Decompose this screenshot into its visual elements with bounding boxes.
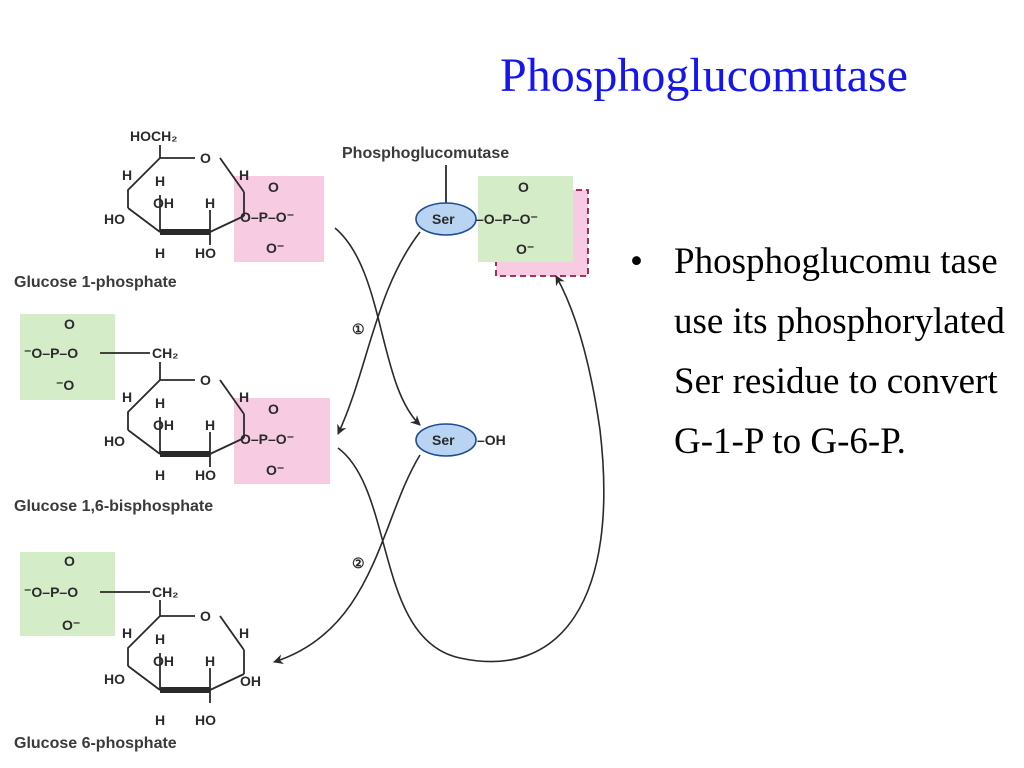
svg-text:H: H <box>239 389 249 405</box>
phosphate-highlight-ser <box>478 176 573 262</box>
svg-text:H: H <box>155 395 165 411</box>
svg-text:CH₂: CH₂ <box>152 345 178 361</box>
svg-text:HO: HO <box>195 712 216 728</box>
svg-text:H: H <box>205 195 215 211</box>
compound-label-g6p: Glucose 6-phosphate <box>14 735 177 752</box>
svg-text:H: H <box>155 245 165 261</box>
phosphate-highlight-c1-g16bp <box>234 398 330 484</box>
phosphate-highlight-g6p <box>20 552 115 636</box>
svg-text:Ser: Ser <box>432 432 455 448</box>
glucose-1-phosphate-structure: HOCH₂ O H H OH H HO H HO H O O–P–O⁻ O⁻ <box>104 128 294 261</box>
svg-text:CH₂: CH₂ <box>152 584 178 600</box>
svg-text:H: H <box>239 625 249 641</box>
svg-text:H: H <box>155 712 165 728</box>
svg-text:O: O <box>200 608 211 624</box>
svg-text:Ser: Ser <box>432 211 455 227</box>
compound-label-g16bp: Glucose 1,6-bisphosphate <box>14 498 213 515</box>
svg-text:O⁻: O⁻ <box>516 241 534 257</box>
svg-text:HO: HO <box>104 211 125 227</box>
svg-text:O: O <box>268 179 279 195</box>
svg-text:⁻O–P–O: ⁻O–P–O <box>24 584 78 600</box>
svg-text:OH: OH <box>153 195 174 211</box>
step-2-marker: ② <box>352 555 365 571</box>
svg-text:–O–P–O⁻: –O–P–O⁻ <box>476 211 538 227</box>
bullet-glyph: • <box>630 241 643 282</box>
svg-text:H: H <box>239 167 249 183</box>
svg-text:H: H <box>122 167 132 183</box>
bullet-item: • Phosphoglucomu tase use its phosphoryl… <box>630 232 1010 472</box>
svg-text:⁻O–P–O: ⁻O–P–O <box>24 345 78 361</box>
arrow-ser-oh-to-g6p <box>273 454 421 665</box>
svg-text:HO: HO <box>104 433 125 449</box>
svg-text:O⁻: O⁻ <box>266 240 284 256</box>
svg-text:H: H <box>205 653 215 669</box>
svg-text:HO: HO <box>195 467 216 483</box>
svg-text:O⁻: O⁻ <box>62 617 80 633</box>
svg-text:H: H <box>122 625 132 641</box>
svg-text:H: H <box>155 173 165 189</box>
svg-text:O: O <box>268 401 279 417</box>
glucose-1-6-bisphosphate-structure: O ⁻O–P–O CH₂ ⁻O O H H OH H HO H HO H O O… <box>24 316 294 483</box>
arrow-g16bp-to-ser <box>337 275 605 663</box>
svg-text:OH: OH <box>240 673 261 689</box>
glucose-6-phosphate-structure: O ⁻O–P–O CH₂ O⁻ O H H OH H HO H HO H OH <box>24 553 261 728</box>
svg-text:O: O <box>200 372 211 388</box>
svg-text:–OH: –OH <box>477 432 506 448</box>
phosphate-highlight-c6-g16bp <box>20 314 115 400</box>
compound-label-g1p: Glucose 1-phosphate <box>14 274 177 291</box>
svg-text:H: H <box>205 417 215 433</box>
svg-text:O–P–O⁻: O–P–O⁻ <box>240 431 294 447</box>
svg-text:O: O <box>518 179 529 195</box>
arrow-g1p-to-ser-oh <box>334 227 421 426</box>
phosphate-highlight-g1p <box>234 176 324 262</box>
ser-residue-phosphorylated <box>415 202 477 236</box>
slide-title: Phosphoglucomutase <box>500 49 908 102</box>
svg-text:OH: OH <box>153 653 174 669</box>
svg-text:O: O <box>64 316 75 332</box>
arrow-ser-to-g16bp <box>337 231 421 435</box>
svg-text:H: H <box>155 467 165 483</box>
svg-text:O⁻: O⁻ <box>266 462 284 478</box>
svg-text:O: O <box>200 150 211 166</box>
svg-text:H: H <box>155 631 165 647</box>
svg-text:H: H <box>122 389 132 405</box>
hoch2-label: HOCH₂ <box>130 128 177 144</box>
bullet-text: Phosphoglucomu tase use its phosphorylat… <box>674 241 1005 462</box>
bullet-list: • Phosphoglucomu tase use its phosphoryl… <box>630 232 1010 472</box>
svg-text:HO: HO <box>195 245 216 261</box>
svg-text:OH: OH <box>153 417 174 433</box>
enzyme-label: Phosphoglucomutase <box>342 145 509 162</box>
ser-residue-hydroxyl <box>415 423 477 457</box>
svg-text:⁻O: ⁻O <box>56 377 74 393</box>
svg-text:HO: HO <box>104 671 125 687</box>
svg-text:O: O <box>64 553 75 569</box>
svg-text:O–P–O⁻: O–P–O⁻ <box>240 209 294 225</box>
step-1-marker: ① <box>352 321 365 337</box>
